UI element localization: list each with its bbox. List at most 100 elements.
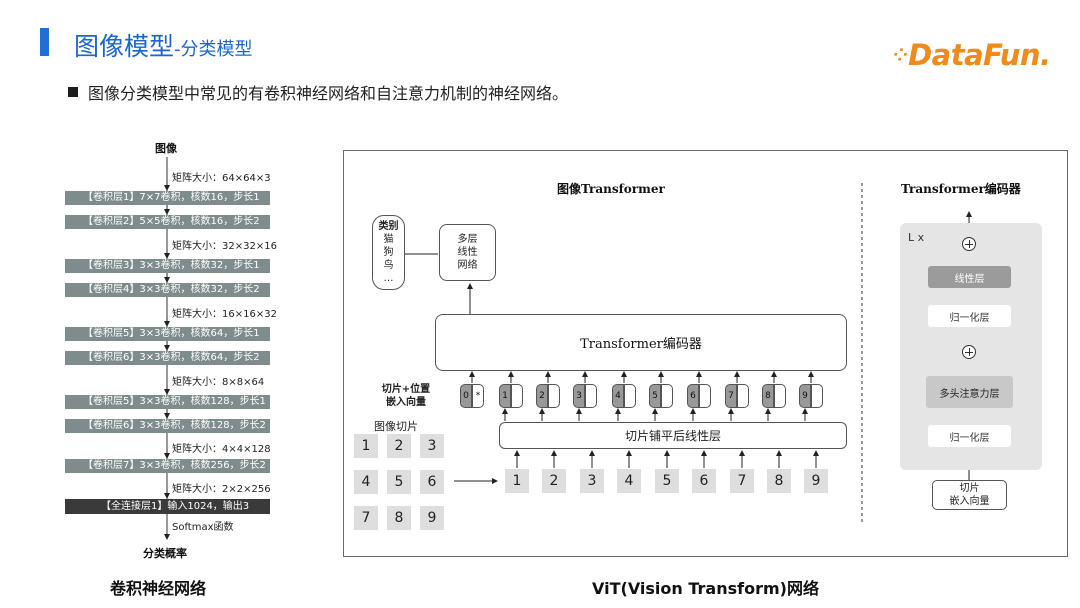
cnn-layer: 【卷积层6】3×3卷积，核数128，步长2 bbox=[65, 419, 270, 433]
embedding-token bbox=[548, 384, 560, 408]
sequence-tile: 8 bbox=[767, 469, 791, 493]
token-pair: 2 bbox=[536, 384, 560, 408]
vit-frame bbox=[343, 150, 1068, 557]
patch-tile: 2 bbox=[387, 434, 411, 458]
encoder-detail-title: Transformer编码器 bbox=[901, 182, 1021, 196]
mlp-line: 网络 bbox=[457, 260, 478, 271]
token-pair: 3 bbox=[573, 384, 597, 408]
norm-layer-box: 归一化层 bbox=[928, 305, 1011, 327]
embedding-token bbox=[661, 384, 673, 408]
token-pair: 7 bbox=[725, 384, 749, 408]
position-token: 3 bbox=[573, 384, 585, 408]
position-token: 4 bbox=[612, 384, 624, 408]
cnn-layer: 【卷积层6】3×3卷积，核数64，步长2 bbox=[65, 351, 270, 365]
patch-tile: 7 bbox=[354, 506, 378, 530]
patch-tile: 4 bbox=[354, 470, 378, 494]
token-pair: 6 bbox=[687, 384, 711, 408]
patch-label: 图像切片 bbox=[374, 420, 418, 433]
cnn-layer: 【卷积层3】3×3卷积，核数32，步长1 bbox=[65, 259, 270, 273]
embedding-token bbox=[511, 384, 523, 408]
flatten-label: 切片铺平后线性层 bbox=[624, 429, 721, 443]
patch-embed-input-box: 切片 嵌入向量 bbox=[932, 480, 1007, 510]
patch-tile: 6 bbox=[420, 470, 444, 494]
token-pair: 4 bbox=[612, 384, 636, 408]
token-pair: 8 bbox=[762, 384, 786, 408]
page-title: 图像模型-分类模型 bbox=[74, 32, 253, 61]
sequence-tile: 4 bbox=[617, 469, 641, 493]
class-more: … bbox=[383, 273, 394, 284]
patch-tile: 8 bbox=[387, 506, 411, 530]
token-pair: 0* bbox=[460, 384, 484, 408]
title-accent-bar bbox=[40, 28, 49, 56]
cnn-layer: 【卷积层2】5×5卷积，核数16，步长2 bbox=[65, 215, 270, 229]
token-pair: 9 bbox=[799, 384, 823, 408]
patch-tile: 9 bbox=[420, 506, 444, 530]
embed-label-line: 嵌入向量 bbox=[386, 397, 426, 408]
sequence-tile: 5 bbox=[655, 469, 679, 493]
cnn-layer: 【卷积层4】3×3卷积，核数32，步长2 bbox=[65, 283, 270, 297]
embedding-token bbox=[774, 384, 786, 408]
attention-layer-box: 多头注意力层 bbox=[926, 376, 1013, 408]
vit-caption: ViT(Vision Transform)网络 bbox=[592, 579, 819, 598]
mlp-line: 线性 bbox=[457, 247, 478, 258]
transformer-encoder-box: Transformer编码器 bbox=[435, 314, 847, 371]
cnn-caption: 卷积神经网络 bbox=[110, 579, 207, 598]
datafun-logo: ⁘DataFun. bbox=[893, 38, 1051, 72]
cnn-size-label: 矩阵大小：8×8×64 bbox=[172, 377, 265, 388]
class-bird: 鸟 bbox=[383, 260, 394, 271]
patch-tile: 3 bbox=[420, 434, 444, 458]
embedding-token: * bbox=[472, 384, 484, 408]
repeat-label: L x bbox=[908, 231, 925, 244]
add-circle-icon bbox=[962, 345, 976, 359]
softmax-label: Softmax函数 bbox=[172, 522, 234, 533]
flatten-linear-box: 切片铺平后线性层 bbox=[499, 422, 847, 449]
cnn-output-label: 分类概率 bbox=[143, 547, 187, 560]
position-token: 0 bbox=[460, 384, 472, 408]
embedding-token bbox=[737, 384, 749, 408]
token-pair: 1 bbox=[499, 384, 523, 408]
cnn-layer: 【卷积层7】3×3卷积，核数256，步长2 bbox=[65, 459, 270, 473]
cnn-size-label: 矩阵大小：32×32×16 bbox=[172, 241, 277, 252]
sequence-tile: 9 bbox=[804, 469, 828, 493]
position-token: 8 bbox=[762, 384, 774, 408]
embedding-token bbox=[624, 384, 636, 408]
cnn-fc-layer: 【全连接层1】输入1024，输出3 bbox=[65, 499, 270, 514]
cnn-layer: 【卷积层5】3×3卷积，核数64，步长1 bbox=[65, 327, 270, 341]
cnn-size-label: 矩阵大小：4×4×128 bbox=[172, 444, 271, 455]
mlp-box: 多层 线性 网络 bbox=[439, 224, 496, 281]
cnn-layer: 【卷积层5】3×3卷积，核数128，步长1 bbox=[65, 395, 270, 409]
encoder-label: Transformer编码器 bbox=[580, 337, 702, 352]
sequence-tile: 2 bbox=[542, 469, 566, 493]
patch-tile: 1 bbox=[354, 434, 378, 458]
position-token: 9 bbox=[799, 384, 811, 408]
sequence-tile: 7 bbox=[730, 469, 754, 493]
embed-label: 切片+位置 嵌入向量 bbox=[378, 383, 434, 409]
position-token: 5 bbox=[649, 384, 661, 408]
page-subtitle: -分类模型 bbox=[174, 39, 253, 60]
bullet-text: 图像分类模型中常见的有卷积神经网络和自注意力机制的神经网络。 bbox=[88, 84, 569, 103]
position-token: 2 bbox=[536, 384, 548, 408]
cnn-input-label: 图像 bbox=[155, 142, 177, 155]
cnn-size-label: 矩阵大小：64×64×3 bbox=[172, 173, 271, 184]
class-cat: 猫 bbox=[383, 234, 394, 245]
input-line: 切片 bbox=[959, 483, 980, 494]
patch-tile: 5 bbox=[387, 470, 411, 494]
class-output-box: 类别 猫 狗 鸟 … bbox=[372, 215, 405, 290]
input-line: 嵌入向量 bbox=[949, 496, 990, 507]
sequence-tile: 3 bbox=[580, 469, 604, 493]
embed-label-line: 切片+位置 bbox=[381, 384, 431, 395]
logo-dots-icon: ⁘ bbox=[893, 45, 908, 66]
sequence-tile: 1 bbox=[505, 469, 529, 493]
class-label: 类别 bbox=[378, 221, 399, 232]
add-circle-icon bbox=[962, 237, 976, 251]
position-token: 7 bbox=[725, 384, 737, 408]
mlp-line: 多层 bbox=[457, 234, 478, 245]
position-token: 6 bbox=[687, 384, 699, 408]
embedding-token bbox=[585, 384, 597, 408]
cnn-size-label: 矩阵大小：16×16×32 bbox=[172, 309, 277, 320]
linear-layer-box: 线性层 bbox=[928, 266, 1011, 288]
position-token: 1 bbox=[499, 384, 511, 408]
token-pair: 5 bbox=[649, 384, 673, 408]
norm-layer-box: 归一化层 bbox=[928, 425, 1011, 447]
embedding-token bbox=[811, 384, 823, 408]
